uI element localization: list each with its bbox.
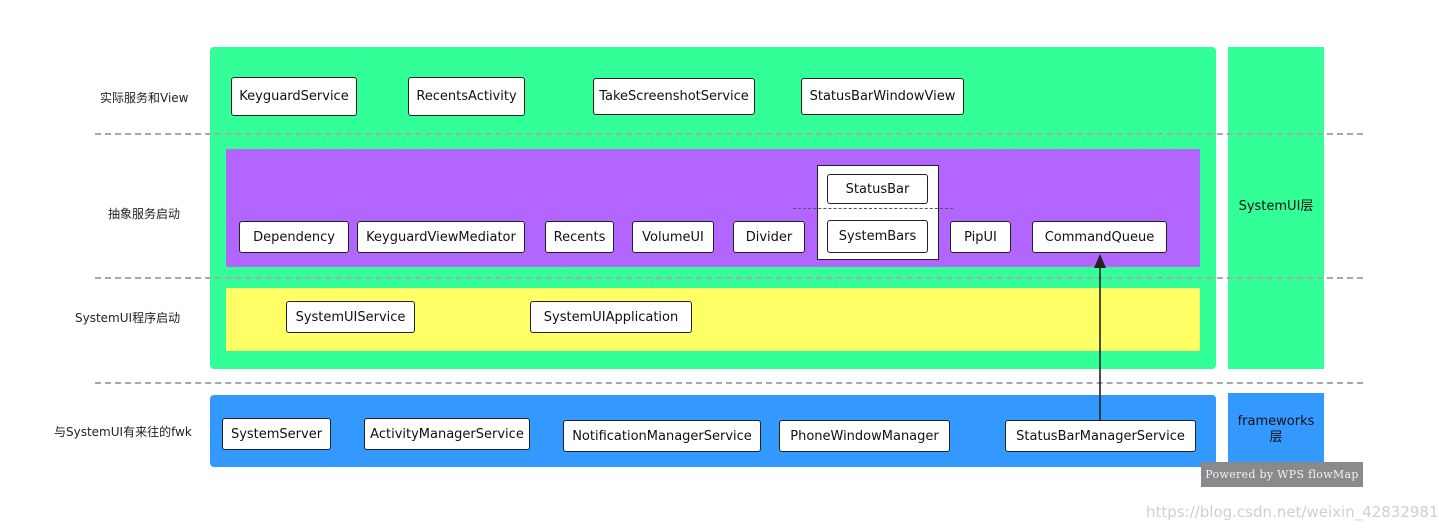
system-server-box: SystemServer: [222, 418, 331, 450]
separator-line-1: [95, 133, 1363, 135]
recents-box: Recents: [545, 221, 614, 253]
notification-manager-service-box: NotificationManagerService: [563, 420, 761, 452]
systemui-service-box: SystemUIService: [286, 301, 415, 333]
statusbar-box: StatusBar: [827, 174, 928, 204]
side-label-systemui: SystemUI层: [1238, 199, 1314, 214]
fwk-side-panel: [1228, 393, 1324, 469]
layer-label-abstract: 抽象服务启动: [108, 207, 181, 221]
keyguard-view-mediator-box: KeyguardViewMediator: [357, 221, 525, 253]
statusbar-manager-service-box: StatusBarManagerService: [1005, 420, 1196, 452]
powered-by-badge: Powered by WPS flowMap: [1201, 462, 1363, 487]
command-queue-box: CommandQueue: [1032, 221, 1167, 253]
separator-line-2: [95, 277, 1363, 279]
statusbar-group-divider: [793, 208, 953, 209]
layer-label-actual: 实际服务和View: [100, 91, 189, 105]
activity-manager-service-box: ActivityManagerService: [364, 418, 530, 450]
volume-ui-box: VolumeUI: [632, 221, 714, 253]
separator-line-3: [95, 382, 1363, 384]
phone-window-manager-box: PhoneWindowManager: [779, 420, 950, 452]
layer-label-fwk: 与SystemUI有来往的fwk: [54, 425, 192, 439]
take-screenshot-service-box: TakeScreenshotService: [593, 78, 755, 115]
side-label-frameworks: frameworks 层: [1237, 414, 1315, 445]
systemui-application-box: SystemUIApplication: [530, 301, 692, 333]
system-bars-box: SystemBars: [827, 220, 928, 253]
divider-box: Divider: [733, 221, 805, 253]
dependency-box: Dependency: [239, 221, 349, 253]
statusbar-window-view-box: StatusBarWindowView: [801, 78, 964, 115]
pip-ui-box: PipUI: [950, 221, 1011, 253]
layer-label-startup: SystemUI程序启动: [75, 311, 181, 325]
recents-activity-box: RecentsActivity: [408, 77, 525, 116]
systemui-side-panel: [1228, 47, 1324, 369]
watermark-url: https://blog.csdn.net/weixin_42832981: [1146, 503, 1439, 521]
keyguard-service-box: KeyguardService: [231, 77, 357, 116]
arrowhead-icon: [1094, 254, 1106, 268]
